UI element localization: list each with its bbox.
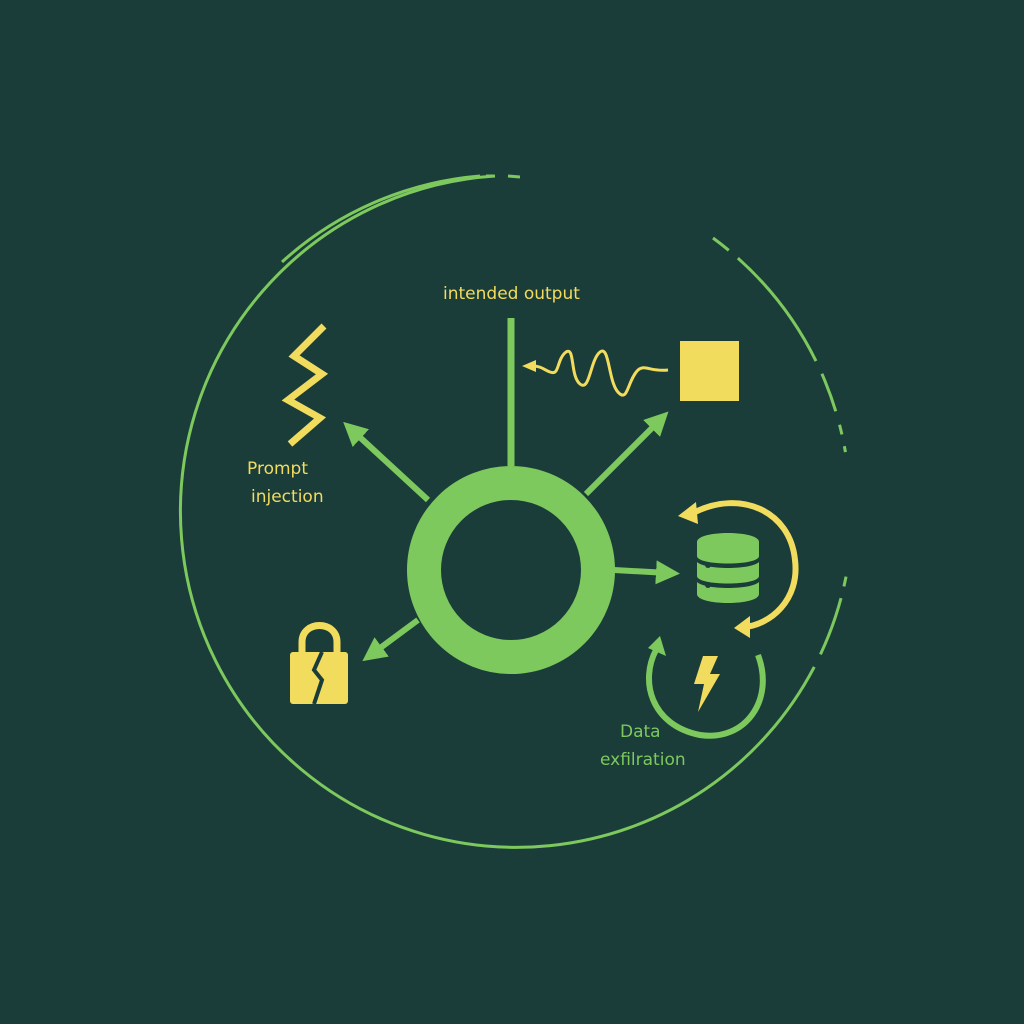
data-exfiltration-label: Data exfilration bbox=[600, 718, 686, 774]
intended-output-label: intended output bbox=[443, 284, 580, 304]
prompt-injection-line-1: Prompt bbox=[247, 459, 308, 479]
square-icon bbox=[680, 341, 739, 401]
arrow-to-square bbox=[583, 411, 669, 497]
zigzag-icon bbox=[281, 323, 329, 447]
green-cycle-arrows bbox=[646, 636, 766, 739]
data-exfiltration-line-1: Data bbox=[620, 722, 661, 742]
prompt-injection-label: Prompt injection bbox=[247, 455, 324, 511]
database-icon bbox=[697, 533, 759, 603]
boundary-circle-dashes bbox=[486, 174, 850, 471]
cycle-arrows-icon bbox=[678, 500, 799, 638]
boundary-circle bbox=[178, 174, 854, 849]
prompt-injection-line-2: injection bbox=[251, 487, 324, 507]
arrow-to-database bbox=[613, 560, 680, 585]
arrow-to-prompt-injection bbox=[343, 421, 431, 503]
lightning-bolt-icon bbox=[694, 656, 720, 712]
waveform-icon bbox=[522, 349, 669, 397]
broken-lock-icon bbox=[290, 622, 348, 705]
central-node-ring bbox=[407, 466, 615, 674]
arrow-to-lock bbox=[362, 617, 420, 662]
data-exfiltration-line-2: exfilration bbox=[600, 750, 686, 770]
